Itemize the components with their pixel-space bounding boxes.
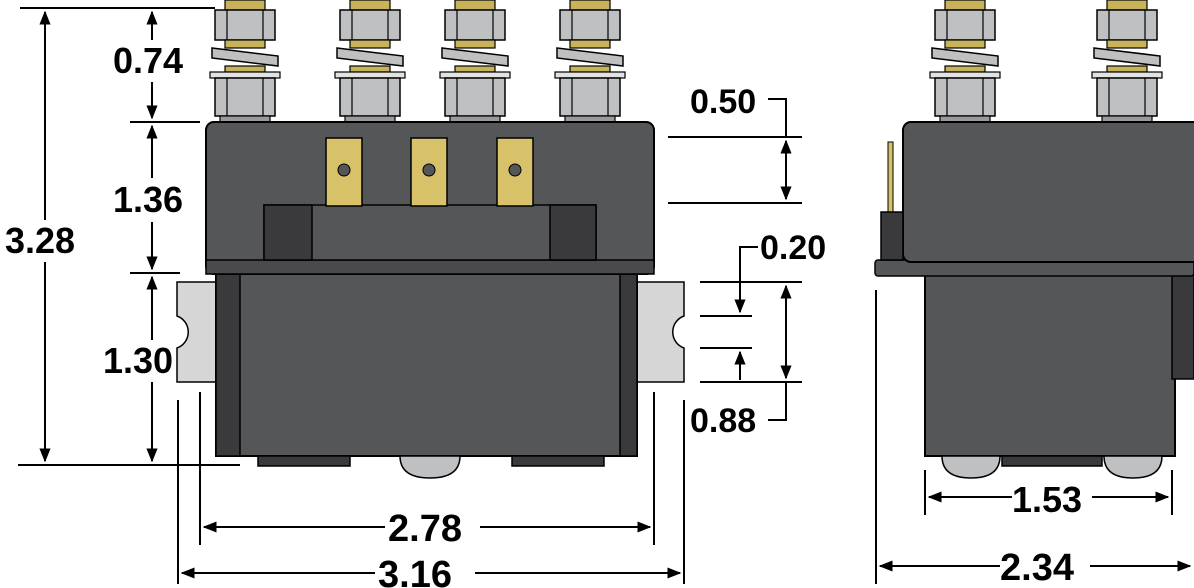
side-view <box>874 0 1194 479</box>
dim-body-width: 2.78 <box>388 508 462 550</box>
dim-body-height: 1.30 <box>103 340 173 381</box>
terminal-stud <box>1091 0 1163 123</box>
dim-slot-spacing: 0.88 <box>690 402 756 440</box>
spade-terminal <box>496 137 534 207</box>
dim-overall-height: 3.28 <box>5 220 75 261</box>
front-dimensions <box>18 7 802 584</box>
dim-body-depth: 1.53 <box>1012 479 1082 520</box>
dim-cap-height: 1.36 <box>113 179 183 220</box>
dim-stud-height: 0.74 <box>113 40 183 81</box>
dim-overall-depth: 2.34 <box>1000 547 1074 588</box>
solenoid-body <box>215 273 638 457</box>
dim-overall-width: 3.16 <box>378 554 452 588</box>
terminal-stud <box>554 0 626 123</box>
side-dimensions <box>875 290 1192 584</box>
side-body <box>924 273 1176 457</box>
spade-terminal <box>325 137 363 207</box>
mounting-bracket-right <box>636 281 685 383</box>
dim-tab-spacing: 0.50 <box>690 83 756 121</box>
dim-flange-thickness: 0.20 <box>760 229 826 267</box>
front-view <box>176 0 685 479</box>
mounting-bracket-left <box>176 281 217 383</box>
terminal-stud <box>209 0 281 123</box>
side-cap <box>902 121 1194 263</box>
terminal-stud <box>929 0 1001 123</box>
spade-terminal <box>410 137 448 207</box>
terminal-stud <box>439 0 511 123</box>
terminal-stud <box>334 0 406 123</box>
